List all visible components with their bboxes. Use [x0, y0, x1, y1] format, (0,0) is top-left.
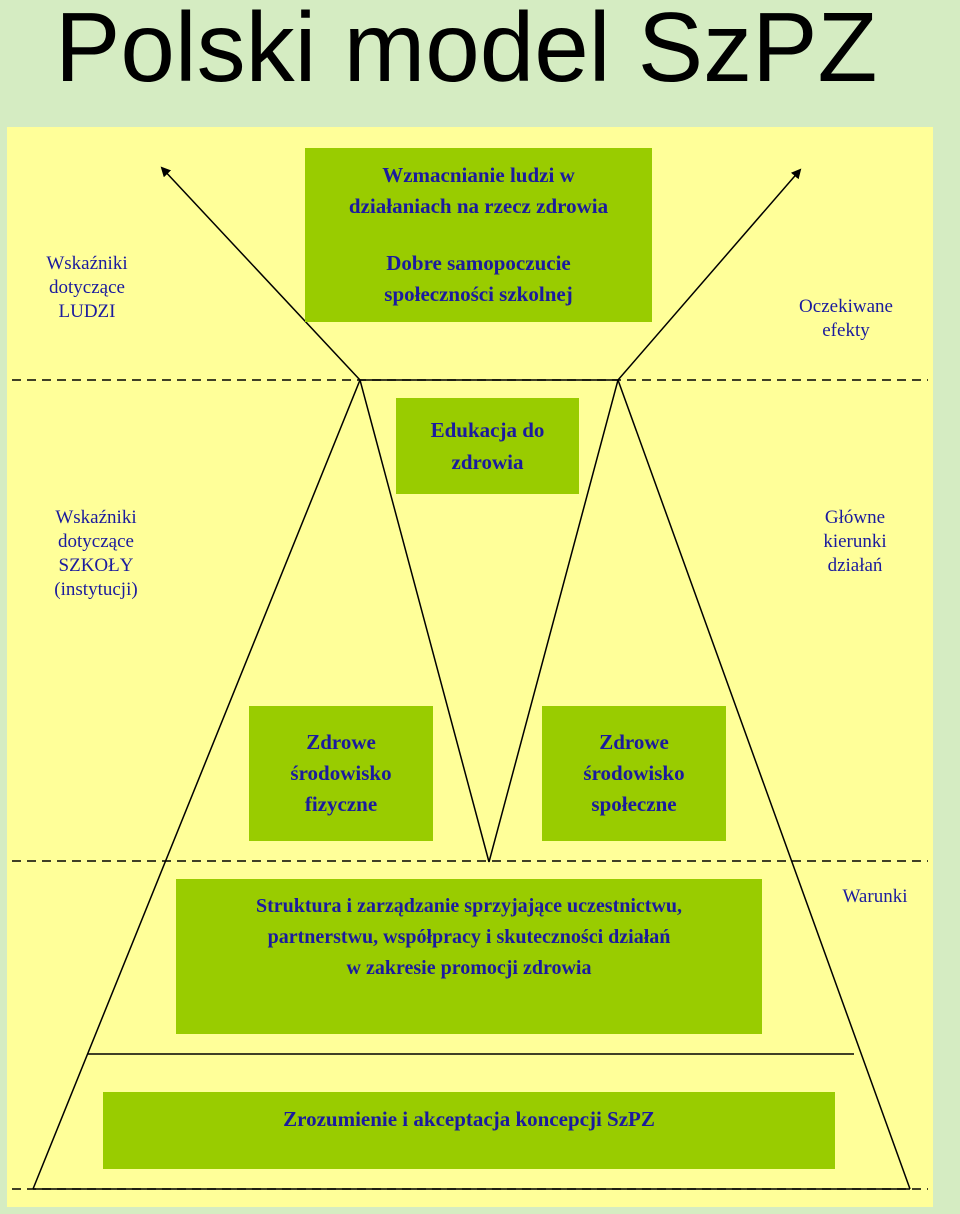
page-title: Polski model SzPZ [55, 0, 878, 102]
pyramid-left-inner [359, 379, 490, 863]
box-wzmacnianie-line2: działaniach na rzecz zdrowia [348, 194, 609, 218]
box-wzmacnianie-line1: Wzmacnianie ludzi w [382, 163, 575, 187]
label-glowne-kierunki: Główne kierunki działań [800, 506, 910, 578]
box-zrozumienie-line1: Zrozumienie i akceptacja koncepcji SzPZ [283, 1107, 655, 1131]
arrow-left [160, 166, 361, 381]
box-struktura-line1: Struktura i zarządzanie sprzyjające ucze… [255, 895, 683, 917]
box-wzmacnianie: Wzmacnianie ludzi w działaniach na rzecz… [305, 148, 652, 322]
label-ludzi-line3: LUDZI [58, 301, 116, 322]
label-szkoly-line1: Wskaźniki [55, 507, 137, 528]
label-kierunki-line3: działań [827, 555, 883, 576]
box-zrozumienie: Zrozumienie i akceptacja koncepcji SzPZ [103, 1092, 835, 1169]
box-fizyczne-line1: Zdrowe [306, 730, 376, 754]
box-edukacja: Edukacja do zdrowia [396, 398, 579, 494]
label-wskazniki-szkoly: Wskaźniki dotyczące SZKOŁY (instytucji) [36, 506, 156, 602]
label-efekty-line2: efekty [822, 320, 870, 341]
box-fizyczne-line2: środowisko [290, 761, 392, 785]
box-spoleczne-line3: społeczne [591, 792, 677, 816]
box-struktura-line2: partnerstwu, współpracy i skuteczności d… [267, 926, 671, 948]
label-warunki-line1: Warunki [842, 886, 908, 907]
box-zdrowe-srodowisko-spoleczne: Zdrowe środowisko społeczne [542, 706, 726, 841]
box-zdrowe-srodowisko-fizyczne: Zdrowe środowisko fizyczne [249, 706, 433, 841]
label-szkoly-line3: SZKOŁY [58, 555, 134, 576]
box-fizyczne-line3: fizyczne [304, 792, 378, 816]
label-efekty-line1: Oczekiwane [799, 296, 893, 317]
box-edukacja-line2: zdrowia [451, 450, 524, 474]
box-spoleczne-line2: środowisko [583, 761, 685, 785]
box-struktura-line3: w zakresie promocji zdrowia [346, 957, 592, 979]
label-szkoly-line2: dotyczące [58, 531, 134, 552]
arrow-right [617, 168, 802, 381]
label-kierunki-line1: Główne [824, 507, 886, 528]
box-wzmacnianie-line4: społeczności szkolnej [384, 282, 573, 306]
label-warunki: Warunki [830, 885, 920, 909]
label-szkoly-line4: (instytucji) [54, 579, 138, 600]
box-spoleczne-line1: Zdrowe [599, 730, 669, 754]
box-struktura: Struktura i zarządzanie sprzyjające ucze… [176, 879, 762, 1034]
label-ludzi-line1: Wskaźniki [46, 253, 128, 274]
pyramid-right-outer [617, 379, 911, 1190]
pyramid-right-inner [488, 379, 619, 863]
label-kierunki-line2: kierunki [823, 531, 887, 552]
box-edukacja-line1: Edukacja do [430, 418, 545, 442]
box-wzmacnianie-line3: Dobre samopoczucie [386, 251, 571, 275]
label-oczekiwane-efekty: Oczekiwane efekty [782, 295, 910, 343]
label-ludzi-line2: dotyczące [49, 277, 125, 298]
label-wskazniki-ludzi: Wskaźniki dotyczące LUDZI [28, 252, 146, 324]
